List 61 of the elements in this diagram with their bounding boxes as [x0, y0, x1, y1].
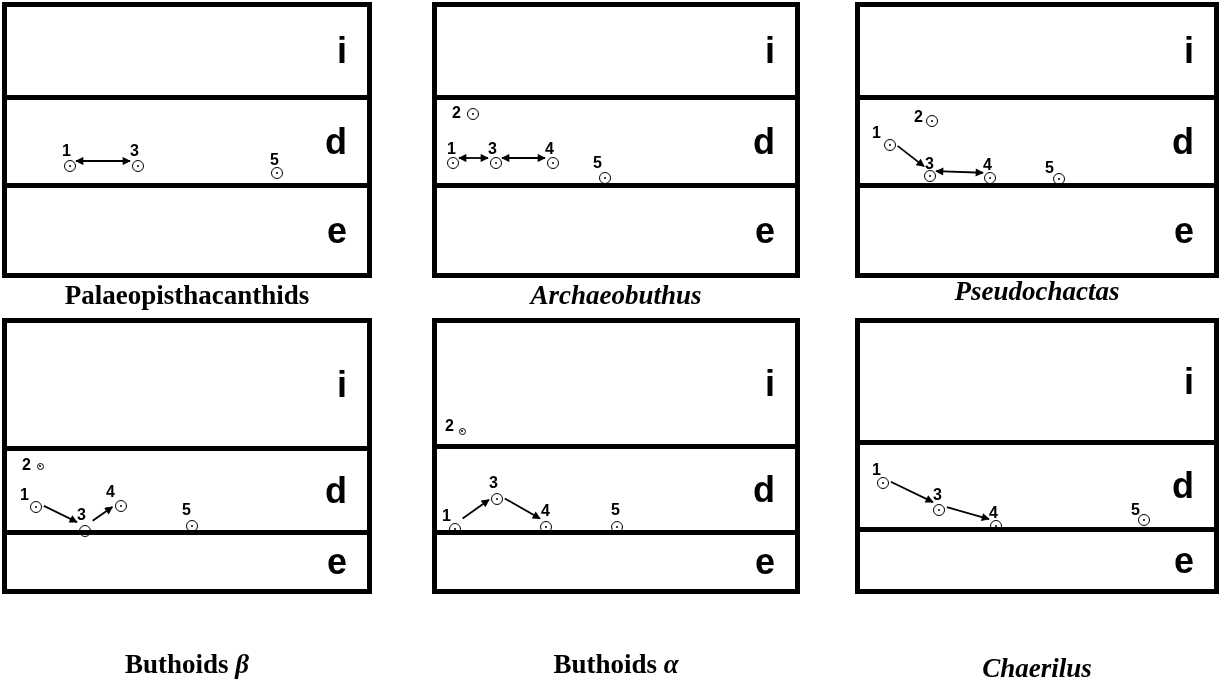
band-letter: d: [325, 123, 347, 160]
trichobothrium-number: 1: [442, 508, 451, 524]
band-letter: e: [754, 212, 775, 249]
band-letter: i: [765, 33, 775, 69]
band-letter: d: [1172, 123, 1194, 160]
arrow: [501, 153, 546, 163]
trichobothrium-number: 3: [77, 507, 86, 523]
band-letter: d: [325, 472, 347, 509]
trichobothrium-number: 4: [989, 505, 998, 521]
trichobothrium-number: 1: [872, 462, 881, 478]
band-letter: d: [1172, 468, 1194, 504]
trichobothrium-number: 5: [611, 502, 620, 518]
trichobothrium-number: 2: [914, 109, 923, 125]
panel-title: Palaeopisthacanthids: [63, 279, 311, 312]
arrow: [91, 506, 114, 522]
band-letter: d: [753, 471, 775, 508]
trichobothrium-number: 3: [488, 141, 497, 157]
trichobothrium-number: 2: [22, 457, 31, 473]
trichobothrium-number: 4: [545, 141, 554, 157]
trichobothrium-number: 5: [1045, 160, 1054, 176]
trichobothrium-number: 1: [872, 125, 881, 141]
band-letter: e: [754, 544, 775, 580]
arrow: [458, 153, 489, 163]
arrow: [75, 156, 131, 166]
trichobothrium-number: 1: [62, 143, 71, 159]
trichobothrium-number: 3: [933, 487, 942, 503]
arrow: [935, 167, 984, 177]
band-letter: i: [765, 365, 775, 402]
band-letter: i: [1184, 363, 1194, 400]
trichobothrium-number: 5: [270, 152, 279, 168]
band-letter: i: [337, 366, 347, 403]
trichobothrium-number: 2: [452, 105, 461, 121]
arrow: [946, 506, 990, 521]
trichobothrium-number: 4: [106, 484, 115, 500]
trichobothrium-number: 5: [182, 502, 191, 518]
panel-title: Buthoids α: [552, 648, 680, 681]
trichobothrium-number: 5: [593, 155, 602, 171]
trichobothrium-number: 5: [1131, 502, 1140, 518]
trichobothrium-number: 4: [541, 503, 550, 519]
arrow: [889, 480, 934, 503]
arrow: [503, 497, 541, 520]
band-letter: e: [1173, 212, 1194, 249]
trichobothrium-number: 1: [20, 487, 29, 503]
band-letter: i: [337, 33, 347, 69]
trichobothrium-number: 3: [130, 143, 139, 159]
band-letter: d: [753, 123, 775, 160]
band-letter: i: [1184, 33, 1194, 69]
trichobothrium-number: 4: [983, 157, 992, 173]
panel-title: Chaerilus: [981, 652, 1093, 685]
trichobothrium-number: 3: [489, 475, 498, 491]
arrow: [896, 145, 925, 168]
arrow: [42, 504, 78, 523]
panel-title: Archaeobuthus: [528, 279, 703, 312]
band-letter: e: [326, 212, 347, 249]
trichobothrium-number: 2: [445, 418, 454, 434]
band-letter: e: [1173, 542, 1194, 579]
panel-title: Pseudochactas: [953, 275, 1121, 308]
trichobothrium-number: 1: [447, 141, 456, 157]
band-letter: e: [326, 544, 347, 580]
panel-title: Buthoids β: [123, 648, 251, 681]
trichobothrium-number: 3: [925, 156, 934, 172]
